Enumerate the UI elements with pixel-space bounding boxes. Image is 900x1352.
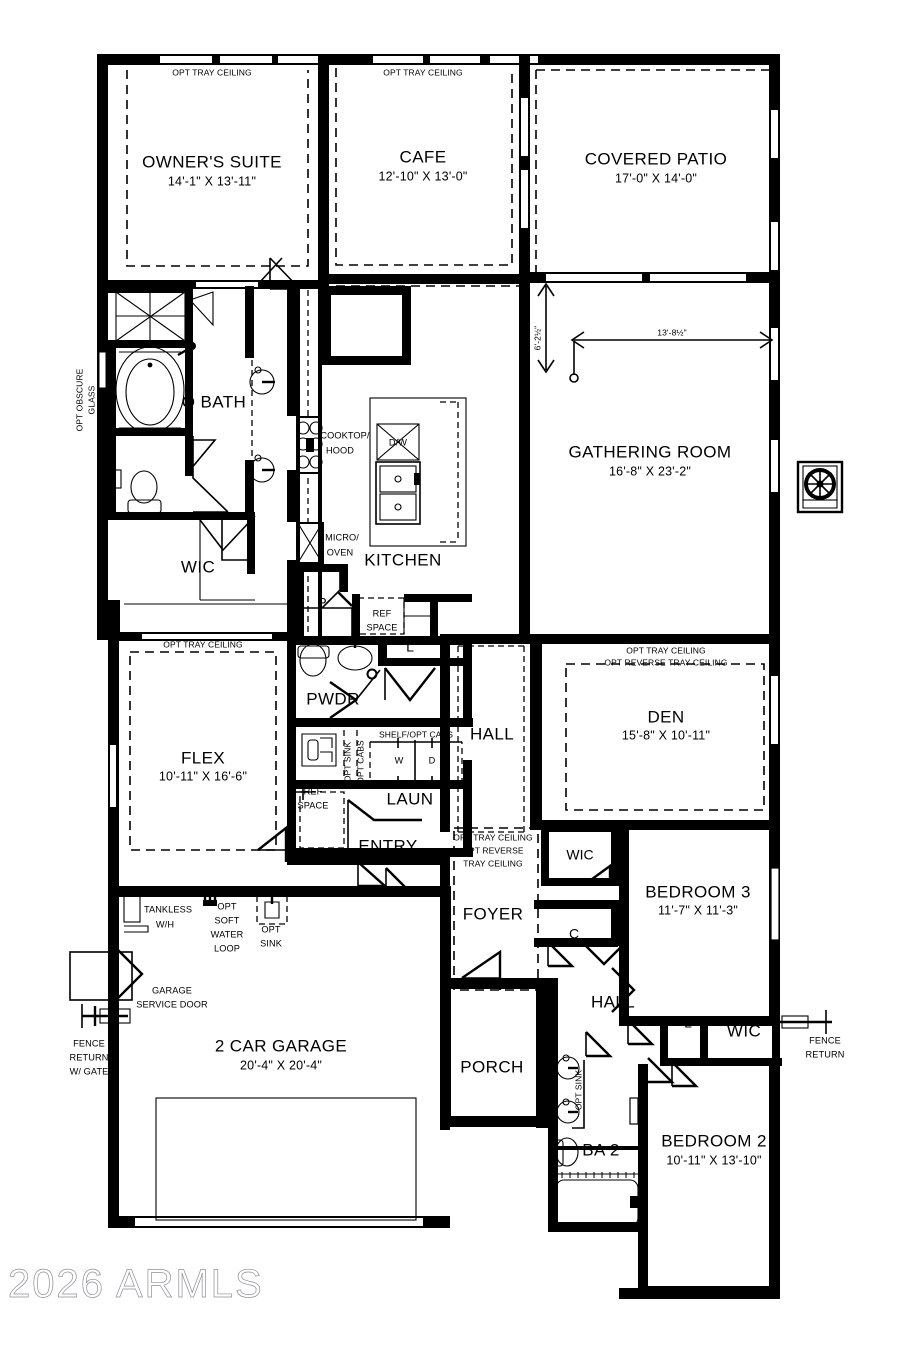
label-wic-bed3: WIC	[566, 847, 593, 863]
labels: OPT TRAY CEILING OWNER'S SUITE 14'-1" X …	[70, 67, 845, 1167]
label-fence-right-1: FENCE	[809, 1035, 841, 1045]
label-ref-space-kitchen-2: SPACE	[367, 622, 398, 632]
label-cafe-dim: 12'-10" X 13'-0"	[378, 169, 467, 183]
label-closet-c: C	[569, 926, 579, 942]
label-bedroom3-dim: 11'-7" X 11'-3"	[658, 903, 738, 917]
label-den-name: DEN	[647, 707, 684, 726]
label-ref-space-kitchen-1: REF	[373, 608, 392, 618]
label-garage-name: 2 CAR GARAGE	[215, 1036, 347, 1055]
label-laun: LAUN	[387, 789, 434, 808]
label-wic-owner: WIC	[181, 557, 215, 576]
label-dishwasher: D/W	[389, 437, 407, 447]
label-opt-soft-4: LOOP	[214, 943, 240, 953]
label-foyer: FOYER	[463, 904, 524, 923]
label-linen-1: L	[406, 639, 414, 655]
label-cooktop-hood-1: COOKTOP/	[320, 430, 369, 440]
label-owners-suite-ceiling: OPT TRAY CEILING	[172, 67, 251, 77]
label-foyer-ceiling: OPT TRAY CEILING	[453, 832, 532, 842]
label-opt-sink-ba2: OPT SINK	[573, 1070, 583, 1111]
label-entry: ENTRY	[358, 836, 417, 855]
label-tankless-1: TANKLESS	[144, 904, 192, 914]
label-bedroom2-name: BEDROOM 2	[661, 1131, 767, 1150]
label-garage-service-2: SERVICE DOOR	[136, 999, 208, 1009]
label-owners-suite-dim: 14'-1" X 13'-11"	[168, 174, 256, 188]
label-kitchen: KITCHEN	[364, 550, 441, 569]
label-cafe-ceiling: OPT TRAY CEILING	[383, 67, 462, 77]
label-den-dim: 15'-8" X 10'-11"	[622, 728, 710, 742]
label-garage-dim: 20'-4" X 20'-4"	[240, 1058, 322, 1072]
label-hall-mid: HALL	[470, 724, 514, 743]
label-opt-cabs-laun: OPT CABS	[355, 740, 365, 784]
label-ref-space-laun-2: SPACE	[298, 800, 329, 810]
armls-watermark: 2026 ARMLS	[8, 1262, 264, 1307]
label-ba2: BA 2	[582, 1140, 620, 1159]
label-covered-patio-name: COVERED PATIO	[585, 149, 727, 168]
label-hall-lower: HALL	[591, 992, 635, 1011]
dimension-annotation-horizontal	[570, 331, 774, 375]
label-cooktop-hood-2: HOOD	[326, 445, 354, 455]
label-micro-oven-2: OVEN	[327, 547, 353, 557]
label-fence-right-2: RETURN	[806, 1049, 845, 1059]
label-pantry: P	[317, 595, 326, 611]
label-owners-suite-name: OWNER'S SUITE	[142, 152, 282, 171]
label-o-bath: O BATH	[182, 392, 246, 411]
label-tankless-2: W/H	[156, 919, 174, 929]
label-gathering-room-name: GATHERING ROOM	[568, 442, 731, 461]
label-opt-obscure-glass-1: OPT OBSCURE	[74, 368, 84, 431]
label-den-ceiling: OPT TRAY CEILING	[626, 645, 705, 655]
label-covered-patio-dim: 17'-0" X 14'-0"	[615, 171, 697, 185]
label-cafe-name: CAFE	[400, 147, 447, 166]
label-fence-gate-1: FENCE	[73, 1038, 105, 1048]
label-opt-sink-garage-2: SINK	[260, 938, 283, 948]
label-foyer-ceiling2: OPT REVERSE	[462, 845, 524, 855]
label-opt-soft-2: SOFT	[215, 915, 240, 925]
label-fence-gate-2: RETURN	[70, 1052, 109, 1062]
label-micro-oven-1: MICRO/	[325, 532, 359, 542]
label-ref-space-laun-1: REF	[304, 786, 323, 796]
label-bedroom2-dim: 10'-11" X 13'-10"	[666, 1153, 761, 1167]
label-wic-bed2: WIC	[727, 1021, 761, 1040]
dimension-annotation-vertical	[537, 282, 579, 383]
label-foyer-ceiling3: TRAY CEILING	[463, 858, 522, 868]
fixtures-and-details	[69, 68, 844, 1227]
label-opt-sink-laun: OPT SINK	[342, 742, 352, 783]
label-dimension-vertical: 6'-2½"	[532, 326, 542, 351]
label-washer: W	[395, 755, 404, 765]
label-porch: PORCH	[460, 1057, 523, 1076]
label-fence-gate-3: W/ GATE	[70, 1066, 109, 1076]
label-gathering-room-dim: 16'-8" X 23'-2"	[609, 464, 691, 478]
label-bedroom3-name: BEDROOM 3	[645, 882, 751, 901]
label-linen-2: L	[684, 1015, 692, 1031]
label-flex-name: FLEX	[181, 748, 225, 767]
label-opt-soft-3: WATER	[211, 929, 244, 939]
label-den-ceiling2: OPT REVERSE TRAY CEILING	[604, 657, 727, 667]
label-opt-sink-garage-1: OPT	[261, 924, 280, 934]
label-flex-ceiling: OPT TRAY CEILING	[163, 639, 242, 649]
label-opt-soft-1: OPT	[217, 901, 236, 911]
label-dimension-horizontal: 13'-8½"	[657, 327, 686, 337]
label-flex-dim: 10'-11" X 16'-6"	[159, 769, 247, 783]
label-shelf-opt-cabs: SHELF/OPT CABS	[379, 729, 453, 739]
ac-unit-icon	[796, 460, 844, 514]
label-dryer: D	[429, 755, 436, 765]
label-opt-obscure-glass-2: GLASS	[86, 385, 96, 414]
label-pwdr: PWDR	[306, 689, 360, 708]
label-garage-service-1: GARAGE	[152, 985, 192, 995]
